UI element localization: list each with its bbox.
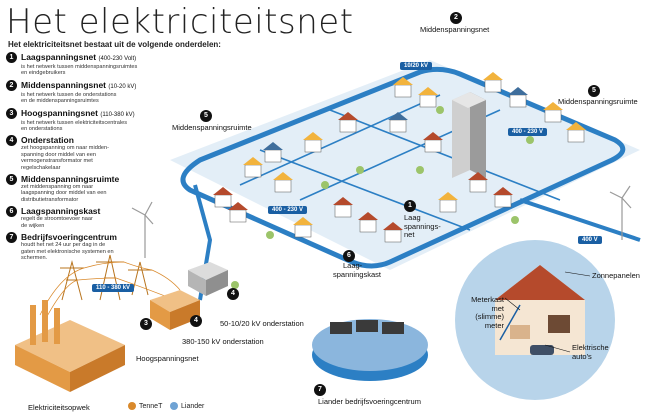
legend-item-laagspanningskast: 6 Laagspanningskast regelt de stroomtoev… [6,206,176,229]
voltage-tag-hoogspanning: 110 - 380 kV [92,284,135,292]
laagspanningsnet-lines [239,94,561,231]
key-tennet-swatch [128,402,136,410]
middenspanningsnet-ring [180,66,626,269]
wind-turbines [131,185,632,258]
city-ground [170,60,640,270]
pylons [60,254,152,301]
legend-desc: houdt het net 24 uur per dag in de [21,242,106,249]
voltage-tag-middenspanning: 10/20 kV [400,62,433,70]
houses [213,72,586,243]
legend-desc: en onderstations [21,126,63,133]
legend-number: 7 [6,232,17,244]
legend-number: 3 [6,107,17,119]
legend-desc: zet hoogspanning om naar midden- [21,145,110,152]
voltage-tag-laagspanning-right: 400 - 230 V [508,128,548,136]
legend-item-laagspanningsnet: 1 Laagspanningsnet (400-230 Volt) is het… [6,52,176,77]
key-liander-label: Liander [181,402,205,410]
legend-desc: zet middenspanning om naar [21,184,94,191]
label-onderstation-hoog: 380-150 kV onderstation [182,337,264,346]
label-middenspanningsruimte-left: Middenspanningsruimte [172,123,252,132]
legend-title: Bedrijfsvoeringcentrum [21,232,117,243]
legend-number: 4 [6,135,17,147]
label-elektrische-autos: Elektrische auto's [572,343,609,361]
legend-number: 1 [6,52,17,63]
legend-sub: (10-20 kV) [108,83,137,90]
label-onderstation-midden: 50-10/20 kV onderstation [220,319,304,328]
page-title: Het elektriciteitsnet [6,2,354,42]
legend-item-middenspanningsnet: 2 Middenspanningsnet (10-20 kV) is het n… [6,79,176,105]
legend-item-middenspanningsruimte: 5 Middenspanningsruimte zet middenspanni… [6,174,176,203]
badge-bedrijfsvoeringcentrum: 7 [314,384,326,396]
legend-title: Laagspanningsnet [21,52,97,62]
key-liander: Liander [170,402,204,410]
legend-title: Middenspanningsruimte [21,174,120,185]
label-laagspanningskast: Laag- spanningskast [333,261,381,279]
legend-title: Middenspanningsnet [21,79,106,90]
onderstation-hoog [150,290,200,330]
legend-desc: is het netwerk tussen middenspanningsrui… [21,64,138,70]
legend-number: 2 [6,79,17,91]
legend-desc: spanning door middel van een [21,151,96,158]
legend-desc: regelt de stroomtoevoer naar [21,216,93,223]
voltage-tag-laagspanning-left: 400 - 230 V [268,206,308,214]
house-detail-circle [455,240,615,400]
legend-desc: laagspanning door middel van een [21,190,107,197]
legend-desc: de wijken [21,222,45,229]
label-laagspanningsnet: Laag spannings- net [404,213,441,239]
key-liander-swatch [170,402,178,410]
label-zonnepanelen: Zonnepanelen [592,271,640,280]
legend-item-onderstation: 4 Onderstation zet hoogspanning om naar … [6,135,176,171]
pointer-lines [504,271,591,353]
power-plant [15,300,125,392]
badge-onderstation-midden: 4 [227,288,239,300]
label-hoogspanningsnet: Hoogspanningsnet [136,354,199,363]
legend-desc: distributietransformator [21,196,79,203]
legend-title: Onderstation [21,135,74,146]
trees [231,106,534,289]
badge-onderstation-hoog: 4 [190,315,202,327]
apartment-tower [452,92,486,178]
legend-number: 5 [6,174,17,186]
legend-desc: is het netwerk tussen elektriciteitscent… [21,119,128,126]
key-tennet-label: TenneT [139,402,163,410]
legend-title: Hoogspanningsnet [21,107,98,118]
legend-item-bedrijfsvoeringcentrum: 7 Bedrijfsvoeringcentrum houdt het net 2… [6,232,176,261]
badge-mr-right: 5 [588,85,600,97]
legend-title: Laagspanningskast [21,206,101,217]
key-tennet: TenneT [128,402,162,410]
label-meterkast: Meterkast met (slimme) meter [471,295,504,330]
legend-list: 1 Laagspanningsnet (400-230 Volt) is het… [6,52,176,264]
legend-number: 6 [6,206,17,218]
onderstation-midden [188,262,228,296]
label-middenspanningsnet: Middenspanningsnet [420,25,490,34]
badge-laagspanningsnet: 1 [404,200,416,212]
badge-hoogspanningsnet: 3 [140,318,152,330]
legend-desc: en eindgebruikers [21,70,66,77]
legend-desc: schermen. [21,254,48,261]
legend-desc: is het netwerk tussen de onderstations [21,91,117,98]
legend-sub: (400-230 Volt) [98,56,137,62]
feeder-line-right [519,198,641,242]
legend-desc: gaten met elektronische systemen en [21,248,114,255]
legend-desc: regelschakelaar [21,164,61,171]
legend-desc: en de middenspanningsruimtes [21,98,99,105]
label-middenspanningsruimte-right: Middenspanningsruimte [558,97,638,106]
badge-laagspanningskast: 6 [343,250,355,262]
hoogspanningslijnen [39,261,181,321]
control-center [312,319,428,381]
voltage-tag-400v: 400 V [578,236,602,244]
badge-mr-left: 5 [200,110,212,122]
badge-middenspanningsnet: 2 [450,12,462,24]
legend-item-hoogspanningsnet: 3 Hoogspanningsnet (110-380 kV) is het n… [6,107,176,133]
label-bedrijfsvoeringcentrum: Liander bedrijfsvoeringcentrum [318,397,421,406]
legend-desc: vermogenstransformator met [21,158,93,165]
label-elektriciteitsopwek: Elektriciteitsopwek [28,403,90,412]
intro-text: Het elektriciteitsnet bestaat uit de vol… [8,40,221,49]
legend-sub: (110-380 kV) [100,111,135,118]
